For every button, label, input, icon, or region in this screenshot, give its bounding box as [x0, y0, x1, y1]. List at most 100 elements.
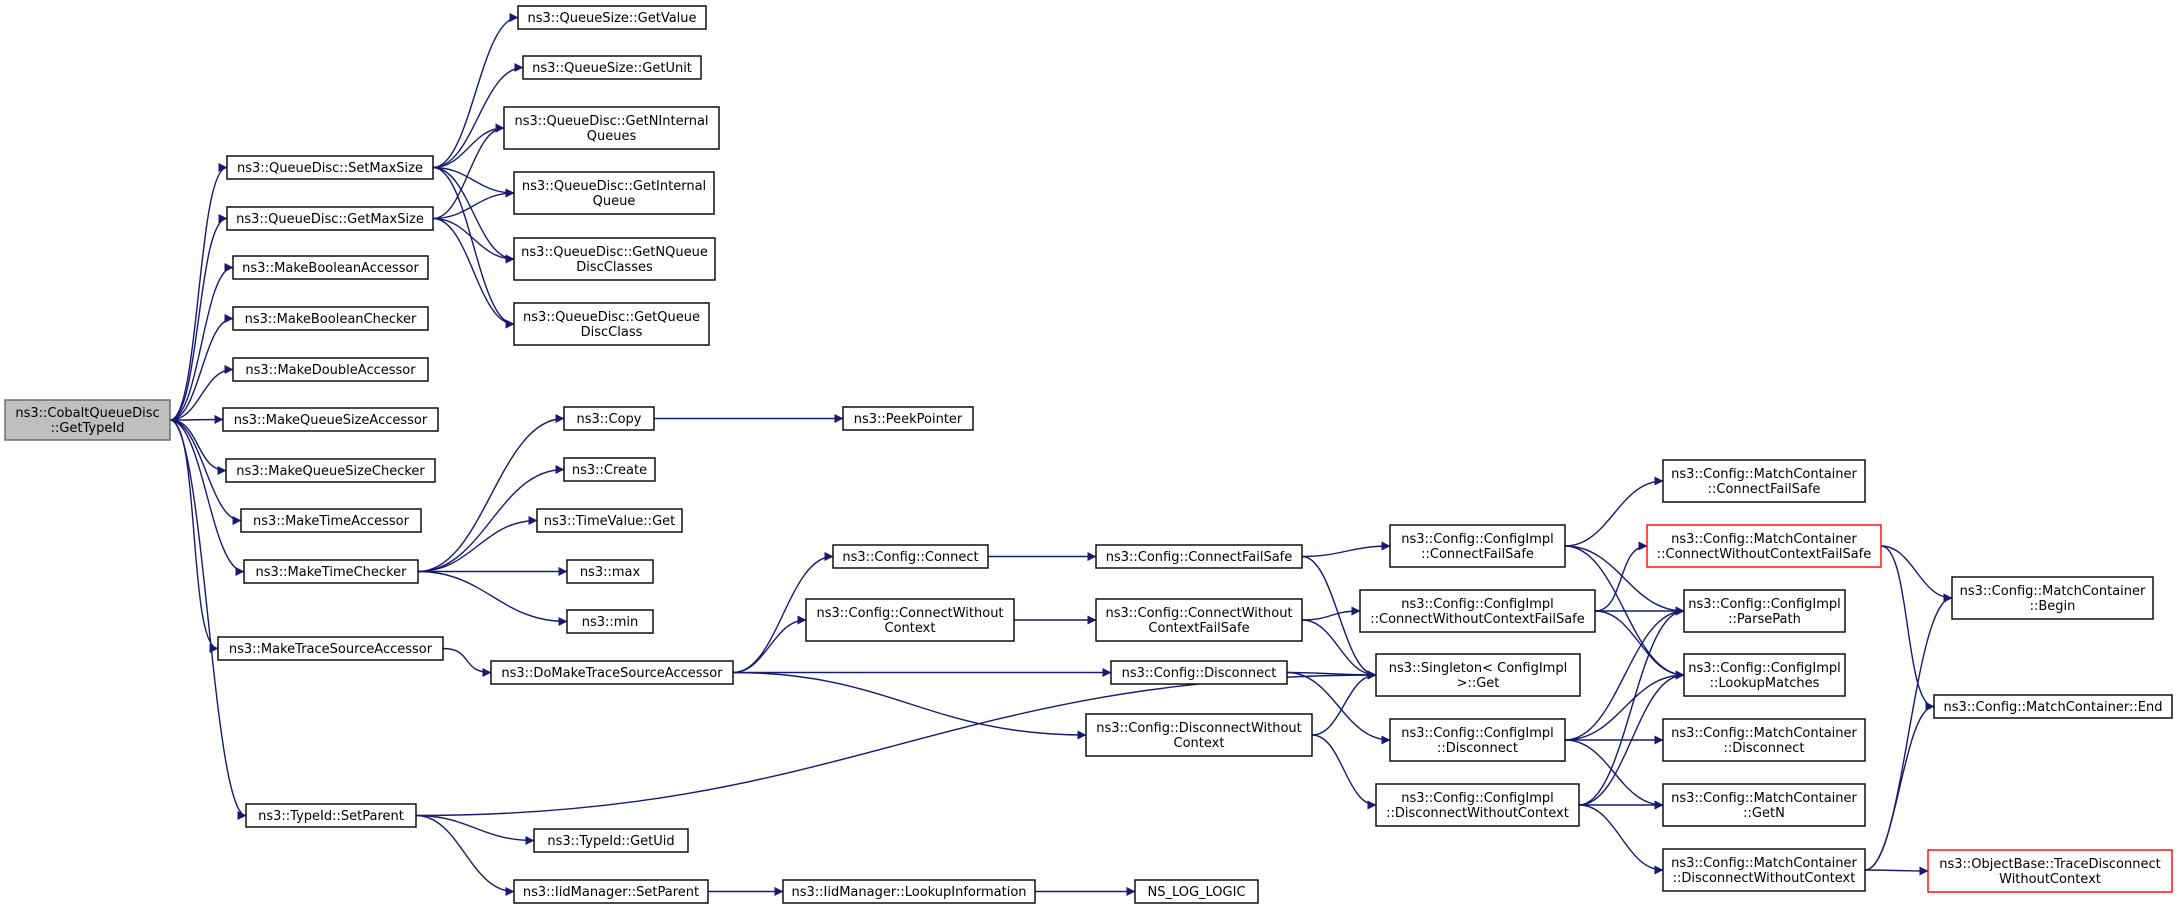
node-copy[interactable]: ns3::Copy [563, 406, 655, 431]
node-box[interactable] [566, 559, 654, 584]
node-singletonGet[interactable]: ns3::Singleton< ConfigImpl >::Get [1375, 653, 1581, 697]
node-box[interactable] [1662, 718, 1866, 762]
node-box[interactable] [1662, 848, 1866, 892]
node-getUid[interactable]: ns3::TypeId::GetUid [533, 828, 689, 853]
node-makeDblAcc[interactable]: ns3::MakeDoubleAccessor [232, 357, 429, 382]
node-box[interactable] [232, 306, 429, 331]
node-peekPointer[interactable]: ns3::PeekPointer [842, 406, 974, 431]
node-box[interactable] [1375, 783, 1580, 827]
node-box[interactable] [1662, 783, 1866, 827]
node-cfgConnectFailSafe[interactable]: ns3::Config::ConnectFailSafe [1095, 544, 1303, 569]
node-getMaxSize[interactable]: ns3::QueueDisc::GetMaxSize [226, 206, 434, 231]
node-box[interactable] [1095, 598, 1303, 642]
node-root[interactable]: ns3::CobaltQueueDisc::GetTypeId [4, 399, 171, 441]
node-box[interactable] [1085, 713, 1313, 757]
node-box[interactable] [1389, 718, 1566, 762]
node-box[interactable] [513, 237, 716, 281]
node-qsGetValue[interactable]: ns3::QueueSize::GetValue [517, 5, 707, 30]
node-cfgDisconnect[interactable]: ns3::Config::Disconnect [1110, 660, 1288, 685]
node-box[interactable] [566, 609, 654, 634]
node-box[interactable] [243, 559, 419, 584]
node-implDisconnectWithout[interactable]: ns3::Config::ConfigImpl::DisconnectWitho… [1375, 783, 1580, 827]
node-cfgDisconnectWithout[interactable]: ns3::Config::DisconnectWithoutContext [1085, 713, 1313, 757]
node-box[interactable] [490, 660, 734, 685]
node-box[interactable] [1683, 653, 1846, 697]
node-box[interactable] [805, 598, 1015, 642]
node-box[interactable] [1359, 589, 1596, 633]
node-timeValueGet[interactable]: ns3::TimeValue::Get [536, 508, 683, 533]
node-box[interactable] [4, 399, 171, 441]
node-setMaxSize[interactable]: ns3::QueueDisc::SetMaxSize [226, 155, 434, 180]
node-box[interactable] [513, 879, 709, 904]
node-box[interactable] [1662, 459, 1866, 503]
node-box[interactable] [533, 828, 689, 853]
node-implDisconnect[interactable]: ns3::Config::ConfigImpl::Disconnect [1389, 718, 1566, 762]
node-box[interactable] [513, 171, 715, 215]
node-box[interactable] [1095, 544, 1303, 569]
node-box[interactable] [226, 155, 434, 180]
node-box[interactable] [522, 55, 702, 80]
node-box[interactable] [1646, 524, 1882, 568]
node-implConnectWithoutFS[interactable]: ns3::Config::ConfigImpl::ConnectWithoutC… [1359, 589, 1596, 633]
node-mcDisconnect[interactable]: ns3::Config::MatchContainer::Disconnect [1662, 718, 1866, 762]
node-box[interactable] [1951, 576, 2154, 620]
node-box[interactable] [563, 457, 656, 482]
node-makeBoolAcc[interactable]: ns3::MakeBooleanAccessor [232, 255, 429, 280]
node-box[interactable] [832, 544, 989, 569]
node-cfgConnectWithout[interactable]: ns3::Config::ConnectWithoutContext [805, 598, 1015, 642]
node-cfgConnect[interactable]: ns3::Config::Connect [832, 544, 989, 569]
node-makeQSChk[interactable]: ns3::MakeQueueSizeChecker [225, 458, 436, 483]
node-create[interactable]: ns3::Create [563, 457, 656, 482]
node-makeBoolChk[interactable]: ns3::MakeBooleanChecker [232, 306, 429, 331]
node-box[interactable] [517, 5, 707, 30]
node-box[interactable] [1110, 660, 1288, 685]
node-makeTSAcc[interactable]: ns3::MakeTraceSourceAccessor [217, 636, 444, 661]
node-box[interactable] [1134, 879, 1259, 904]
node-box[interactable] [1683, 589, 1846, 633]
node-makeTimeAcc[interactable]: ns3::MakeTimeAccessor [240, 508, 422, 533]
node-nsLogLogic[interactable]: NS_LOG_LOGIC [1134, 879, 1259, 904]
node-box[interactable] [782, 879, 1036, 904]
node-iidSetParent[interactable]: ns3::IidManager::SetParent [513, 879, 709, 904]
node-box[interactable] [503, 106, 720, 150]
node-mcEnd[interactable]: ns3::Config::MatchContainer::End [1933, 694, 2173, 719]
node-mcConnectWithoutFS[interactable]: ns3::Config::MatchContainer::ConnectWith… [1646, 524, 1882, 568]
node-cfgConnectWithoutFS[interactable]: ns3::Config::ConnectWithoutContextFailSa… [1095, 598, 1303, 642]
node-box[interactable] [217, 636, 444, 661]
node-max[interactable]: ns3::max [566, 559, 654, 584]
node-mcDisconnectWithout[interactable]: ns3::Config::MatchContainer::DisconnectW… [1662, 848, 1866, 892]
node-box[interactable] [232, 357, 429, 382]
node-traceDisconnect[interactable]: ns3::ObjectBase::TraceDisconnectWithoutC… [1927, 849, 2173, 893]
node-setParent[interactable]: ns3::TypeId::SetParent [245, 803, 417, 828]
node-box[interactable] [226, 206, 434, 231]
node-makeQSAcc[interactable]: ns3::MakeQueueSizeAccessor [222, 407, 439, 432]
node-box[interactable] [225, 458, 436, 483]
node-box[interactable] [1933, 694, 2173, 719]
node-implConnectFS[interactable]: ns3::Config::ConfigImpl::ConnectFailSafe [1389, 524, 1566, 568]
node-min[interactable]: ns3::min [566, 609, 654, 634]
node-makeTimeChk[interactable]: ns3::MakeTimeChecker [243, 559, 419, 584]
node-mcConnectFS[interactable]: ns3::Config::MatchContainer::ConnectFail… [1662, 459, 1866, 503]
node-mcGetN[interactable]: ns3::Config::MatchContainer::GetN [1662, 783, 1866, 827]
node-box[interactable] [842, 406, 974, 431]
node-box[interactable] [513, 302, 710, 346]
node-box[interactable] [563, 406, 655, 431]
node-box[interactable] [232, 255, 429, 280]
node-lookupInfo[interactable]: ns3::IidManager::LookupInformation [782, 879, 1036, 904]
node-box[interactable] [1375, 653, 1581, 697]
node-box[interactable] [222, 407, 439, 432]
node-parsePath[interactable]: ns3::Config::ConfigImpl::ParsePath [1683, 589, 1846, 633]
node-doMakeTSAcc[interactable]: ns3::DoMakeTraceSourceAccessor [490, 660, 734, 685]
node-box[interactable] [245, 803, 417, 828]
node-box[interactable] [1927, 849, 2173, 893]
node-lookupMatches[interactable]: ns3::Config::ConfigImpl::LookupMatches [1683, 653, 1846, 697]
node-mcBegin[interactable]: ns3::Config::MatchContainer::Begin [1951, 576, 2154, 620]
node-box[interactable] [240, 508, 422, 533]
node-box[interactable] [1389, 524, 1566, 568]
node-box[interactable] [536, 508, 683, 533]
node-qsGetUnit[interactable]: ns3::QueueSize::GetUnit [522, 55, 702, 80]
